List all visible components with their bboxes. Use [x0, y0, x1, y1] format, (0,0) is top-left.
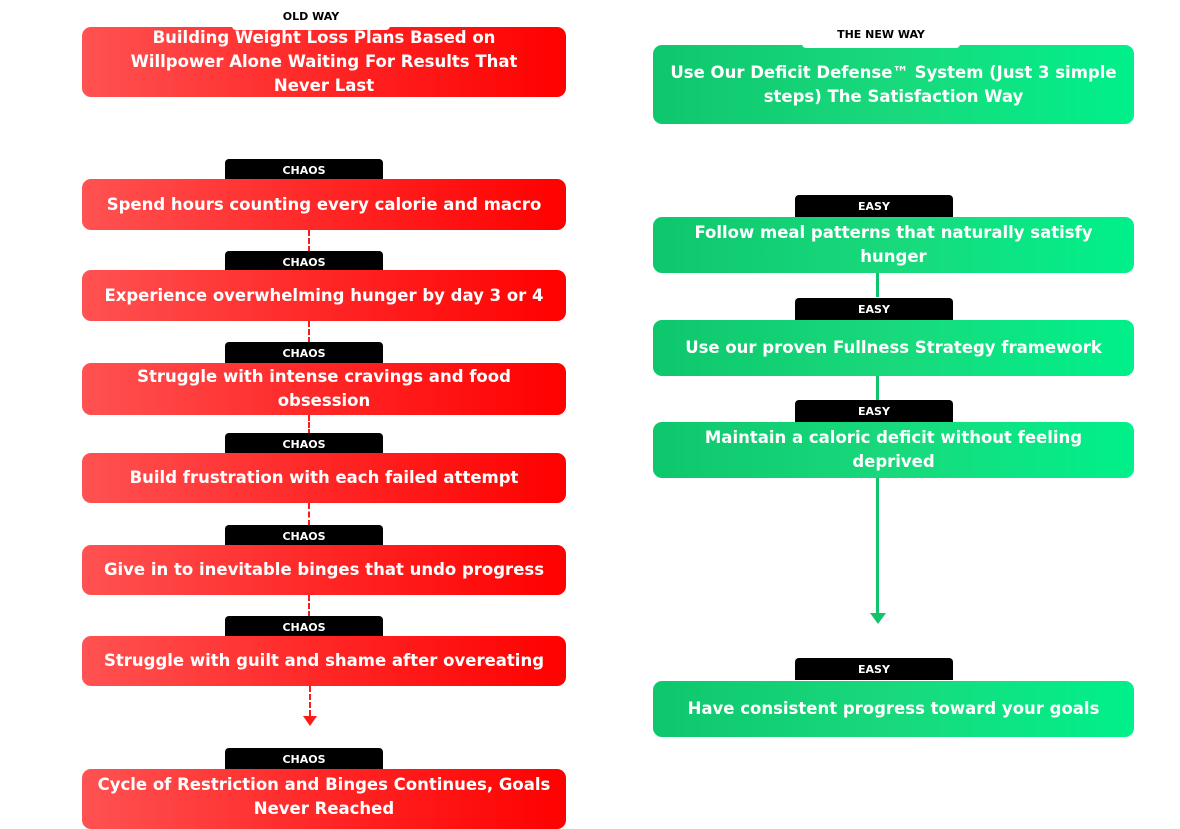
- new-connector: [876, 273, 879, 297]
- old-step-text: Give in to inevitable binges that undo p…: [103, 560, 545, 579]
- new-step-text: Use our proven Fullness Strategy framewo…: [685, 338, 1102, 357]
- old-connector: [308, 595, 310, 617]
- old-connector: [308, 230, 310, 252]
- new-outcome-tag: EASY: [795, 658, 953, 680]
- old-step-tag: CHAOS: [225, 616, 383, 638]
- old-connector: [308, 415, 310, 435]
- new-way-header-text: Use Our Deficit Defense™ System (Just 3 …: [670, 62, 1117, 106]
- old-outcome-tag: CHAOS: [225, 748, 383, 770]
- old-step-text: Experience overwhelming hunger by day 3 …: [104, 285, 544, 305]
- old-step: Spend hours counting every calorie and m…: [82, 179, 566, 230]
- new-step: Maintain a caloric deficit without feeli…: [653, 422, 1134, 478]
- new-step: Follow meal patterns that naturally sati…: [653, 217, 1134, 273]
- old-connector: [308, 503, 310, 526]
- old-step: Struggle with guilt and shame after over…: [82, 636, 566, 686]
- old-step: Give in to inevitable binges that undo p…: [82, 545, 566, 595]
- new-arrow-head: [870, 613, 886, 624]
- old-step-tag: CHAOS: [225, 342, 383, 364]
- old-way-label: OLD WAY: [232, 10, 390, 30]
- old-way-header-text: Building Weight Loss Plans Based on Will…: [130, 28, 518, 95]
- old-arrow-head: [303, 716, 317, 726]
- old-step-text: Struggle with intense cravings and food …: [137, 367, 511, 410]
- old-step-text: Struggle with guilt and shame after over…: [103, 651, 545, 670]
- new-step: Use our proven Fullness Strategy framewo…: [653, 320, 1134, 376]
- new-way-header: Use Our Deficit Defense™ System (Just 3 …: [653, 45, 1134, 124]
- new-arrow-line: [876, 478, 879, 614]
- old-step: Experience overwhelming hunger by day 3 …: [82, 270, 566, 321]
- old-outcome: Cycle of Restriction and Binges Continue…: [82, 769, 566, 829]
- old-step: Struggle with intense cravings and food …: [82, 363, 566, 415]
- old-step-tag: CHAOS: [225, 433, 383, 455]
- new-step-tag: EASY: [795, 298, 953, 320]
- new-outcome: Have consistent progress toward your goa…: [653, 681, 1134, 737]
- new-step-tag: EASY: [795, 195, 953, 217]
- new-step-text: Follow meal patterns that naturally sati…: [694, 223, 1093, 266]
- old-step-tag: CHAOS: [225, 251, 383, 273]
- old-step-tag: CHAOS: [225, 159, 383, 181]
- new-step-text: Maintain a caloric deficit without feeli…: [704, 428, 1083, 471]
- old-outcome-text: Cycle of Restriction and Binges Continue…: [97, 775, 551, 818]
- old-step-tag: CHAOS: [225, 525, 383, 547]
- old-step-text: Spend hours counting every calorie and m…: [106, 194, 542, 214]
- old-connector: [308, 321, 310, 343]
- old-step-text: Build frustration with each failed attem…: [129, 468, 519, 487]
- new-way-label: THE NEW WAY: [802, 28, 960, 48]
- new-outcome-text: Have consistent progress toward your goa…: [687, 699, 1100, 718]
- old-way-header: Building Weight Loss Plans Based on Will…: [82, 27, 566, 97]
- old-arrow-line: [309, 686, 311, 716]
- new-step-tag: EASY: [795, 400, 953, 422]
- old-step: Build frustration with each failed attem…: [82, 453, 566, 503]
- new-connector: [876, 376, 879, 400]
